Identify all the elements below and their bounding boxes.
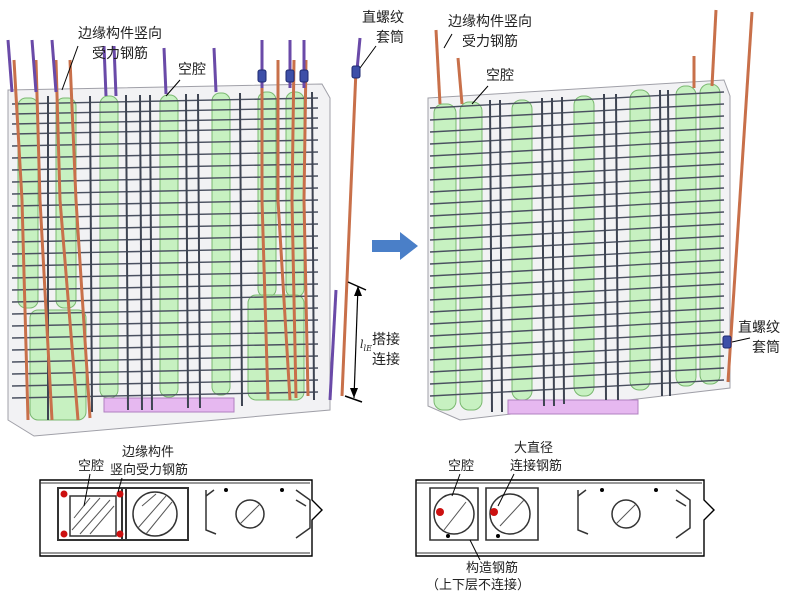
left-cavity-label: 空腔: [178, 62, 206, 78]
right-wall: [427, 9, 731, 421]
large-bar-dot: [436, 508, 444, 516]
cavity-hatched: [69, 495, 117, 537]
right-section-cavity-label: 空腔: [448, 459, 474, 474]
sleeve: [285, 69, 295, 83]
cavity: [99, 95, 119, 399]
right-section-structural-label-2: （上下层不连接）: [426, 577, 530, 591]
cavity-circle: [235, 499, 265, 529]
sleeve: [722, 335, 732, 349]
left-wall-vertical-bars: [47, 91, 315, 420]
right-edge-rebar-label-2: 受力钢筋: [462, 33, 518, 50]
edge-stirrup: [121, 487, 189, 541]
leader-line: [165, 79, 181, 97]
left-section: 空腔 边缘构件 竖向受力钢筋: [39, 445, 323, 557]
right-sleeve-label-2: 套筒: [752, 339, 780, 356]
left-section-edge-label-1: 边缘构件: [122, 445, 174, 460]
section-outline: [415, 479, 715, 557]
cavity-circle: [132, 491, 178, 537]
cavity: [459, 101, 483, 411]
right-wall-horizontal-bars: [429, 91, 725, 397]
splice-rebar-upper: [355, 37, 362, 71]
cavity: [159, 94, 179, 398]
left-edge-rebar-label-2: 受力钢筋: [92, 45, 148, 62]
right-panel-labels: 边缘构件竖向 受力钢筋 空腔 直螺纹 套筒: [443, 14, 780, 356]
leader-line: [731, 337, 751, 343]
right-edge-rebar-label-1: 边缘构件竖向: [448, 14, 532, 30]
large-bar-dot: [490, 508, 498, 516]
right-cavity-label: 空腔: [486, 68, 514, 84]
left-wall: [6, 39, 331, 437]
cavity: [285, 91, 305, 298]
left-wall-purple-bars: [6, 39, 306, 97]
stirrup: [429, 487, 479, 541]
sleeve: [299, 69, 309, 83]
right-section-large-bar-label-1: 大直径: [514, 441, 553, 456]
splice-rebar: [726, 11, 754, 383]
cavity-circle: [489, 493, 531, 535]
lap-label-2: 连接: [372, 351, 400, 368]
lap-bar: [328, 289, 338, 401]
edge-stirrup: [57, 487, 127, 541]
stirrup: [485, 487, 539, 541]
right-wall-cavities: [433, 83, 721, 411]
cavity-circle: [611, 499, 641, 529]
left-wall-sleeves: [257, 69, 309, 83]
splice-rebar: [340, 69, 358, 397]
leader-line: [471, 85, 489, 105]
sleeve: [351, 65, 361, 79]
right-section-large-bar-label-2: 连接钢筋: [510, 458, 562, 474]
left-section-edge-label-2: 竖向受力钢筋: [110, 462, 188, 478]
base-strip: [507, 399, 639, 415]
sleeve: [257, 69, 267, 83]
leader-line: [61, 45, 79, 91]
left-panel-labels: 边缘构件竖向 受力钢筋 空腔 直螺纹 套筒 llE 搭接 连接: [61, 9, 404, 368]
leader-line: [359, 45, 377, 69]
lap-dimension-line: [353, 285, 359, 399]
section-outline: [39, 479, 323, 557]
left-sleeve-label-1: 直螺纹: [362, 9, 404, 26]
cavity: [211, 92, 231, 396]
base-strip: [103, 397, 235, 413]
left-section-cavity-label: 空腔: [78, 459, 104, 474]
cavity: [433, 103, 457, 411]
lap-symbol: llE: [360, 338, 372, 353]
right-sleeve-label-1: 直螺纹: [738, 319, 780, 336]
left-splice-bar: [328, 37, 367, 403]
right-wall-edge-rebars: [434, 9, 718, 105]
left-sleeve-label-2: 套筒: [376, 29, 404, 46]
transform-arrow: [372, 232, 418, 260]
edge-rebar-dots: [60, 490, 124, 538]
left-wall-edge-rebars: [12, 59, 310, 421]
left-edge-rebar-label-1: 边缘构件竖向: [78, 26, 162, 42]
leader-line: [443, 33, 453, 49]
lap-label-1: 搭接: [372, 331, 400, 348]
cavity-circle: [433, 493, 475, 535]
right-wall-vertical-bars: [489, 89, 671, 413]
right-section: 空腔 大直径 连接钢筋 构造钢筋 （上下层不连接）: [415, 441, 715, 591]
right-splice-bar: [722, 11, 754, 383]
right-section-structural-label-1: 构造钢筋: [466, 560, 518, 576]
